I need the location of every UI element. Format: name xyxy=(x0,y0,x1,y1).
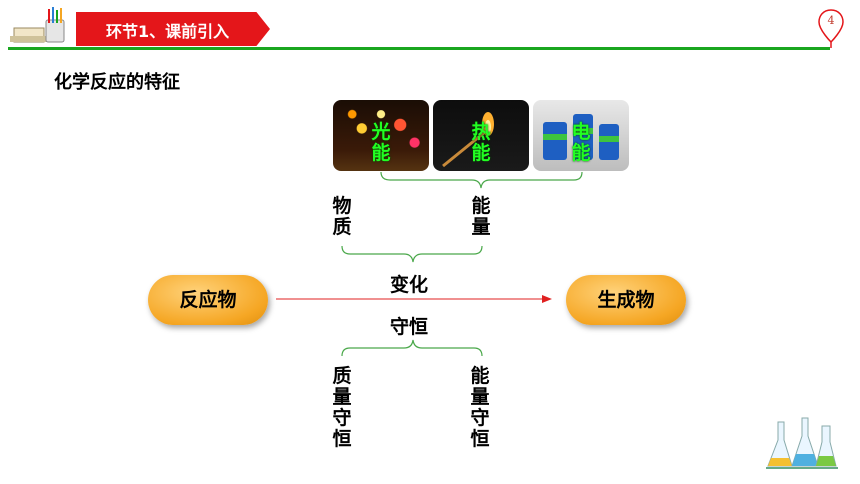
section-label: 环节1、课前引入 xyxy=(106,22,230,41)
product-pill: 生成物 xyxy=(566,275,686,325)
energy-bracket xyxy=(380,171,583,189)
mass-conservation-label: 质量守恒 xyxy=(332,365,352,450)
electric-energy-caption: 电能 xyxy=(571,121,591,164)
section-banner: 环节1、课前引入 xyxy=(76,12,270,46)
stationery-logo-icon xyxy=(8,6,70,46)
lab-flasks-icon xyxy=(766,412,838,474)
batteries-image: 电能 xyxy=(533,100,629,171)
energy-label: 能量 xyxy=(471,195,491,238)
match-flame-image: 热能 xyxy=(433,100,529,171)
conservation-bracket xyxy=(341,339,483,357)
energy-conservation-label: 能量守恒 xyxy=(470,365,490,450)
heat-energy-caption: 热能 xyxy=(471,121,491,164)
page-marker-icon xyxy=(816,8,846,48)
light-energy-caption: 光能 xyxy=(371,121,391,164)
conservation-label: 守恒 xyxy=(390,316,429,338)
reaction-arrowhead xyxy=(542,295,552,303)
change-label: 变化 xyxy=(390,274,429,296)
page-title: 化学反应的特征 xyxy=(54,72,180,93)
matter-energy-bracket xyxy=(341,245,483,263)
fireworks-image: 光能 xyxy=(333,100,429,171)
matter-label: 物质 xyxy=(332,195,352,238)
reactant-pill: 反应物 xyxy=(148,275,268,325)
page-number: 4 xyxy=(827,14,835,27)
header-divider xyxy=(8,47,830,50)
